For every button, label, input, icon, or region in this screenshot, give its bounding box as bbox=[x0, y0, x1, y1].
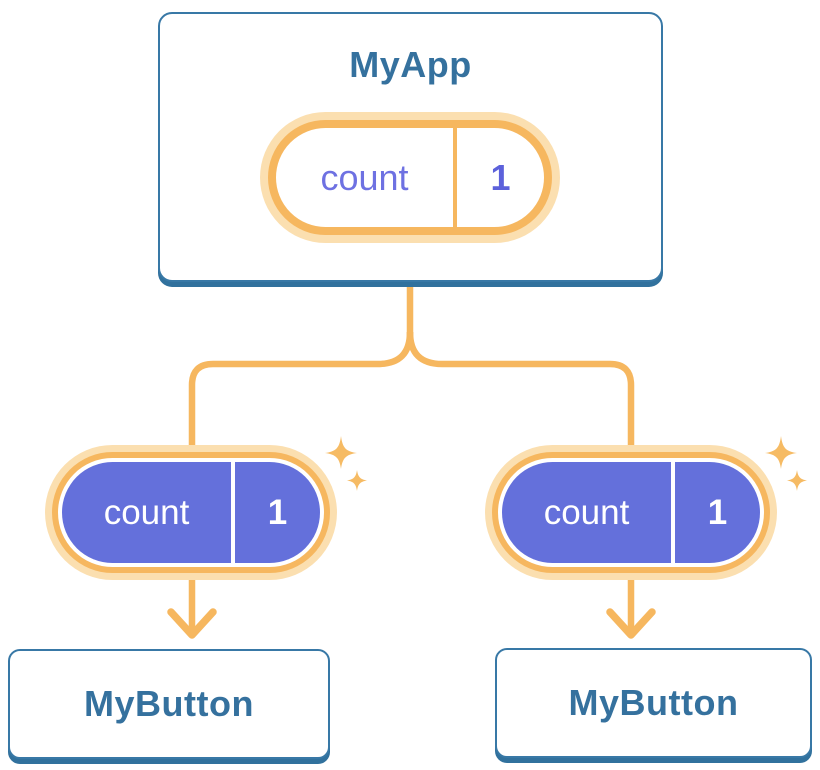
prop-name-left: count bbox=[103, 492, 190, 532]
state-pill: count 1 bbox=[268, 120, 552, 235]
component-card-child-left: MyButton bbox=[8, 649, 330, 759]
branch-right-line bbox=[406, 331, 635, 633]
state-pill-value-section: 1 bbox=[457, 128, 544, 227]
state-value: 1 bbox=[490, 156, 511, 198]
prop-pill-left-divider bbox=[231, 462, 235, 563]
prop-pill-right-divider bbox=[671, 462, 675, 563]
branch-left-line bbox=[188, 331, 414, 633]
sparkles-left-icon bbox=[325, 436, 367, 491]
component-card-child-right: MyButton bbox=[495, 648, 812, 758]
arrowhead-right-icon bbox=[606, 608, 656, 639]
state-pill-divider bbox=[453, 128, 457, 227]
child-left-title: MyButton bbox=[84, 683, 254, 724]
arrowhead-left-icon bbox=[167, 608, 217, 639]
prop-pill-right-name-section: count bbox=[502, 462, 671, 563]
prop-pill-left-value-section: 1 bbox=[235, 462, 320, 563]
child-right-title: MyButton bbox=[568, 682, 739, 723]
prop-name-right: count bbox=[543, 492, 630, 532]
prop-pill-left-name-section: count bbox=[62, 462, 231, 563]
prop-value-right: 1 bbox=[707, 492, 728, 532]
state-pill-name-section: count bbox=[276, 128, 453, 227]
parent-title: MyApp bbox=[349, 44, 472, 85]
prop-value-left: 1 bbox=[267, 492, 288, 532]
prop-pill-left: count 1 bbox=[62, 462, 320, 563]
prop-pill-right: count 1 bbox=[502, 462, 760, 563]
sparkles-right-icon bbox=[765, 436, 807, 491]
state-name: count bbox=[320, 156, 409, 198]
prop-pill-right-value-section: 1 bbox=[675, 462, 760, 563]
